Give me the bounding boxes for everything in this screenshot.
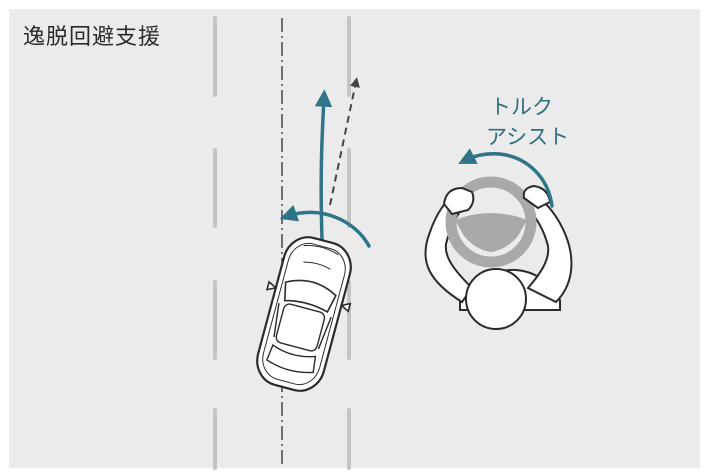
car-icon	[256, 236, 352, 392]
diagram-title: 逸脱回避支援	[23, 25, 162, 50]
torque-label-line2: アシスト	[486, 125, 570, 149]
corrected-path-arrow	[314, 89, 333, 242]
torque-arrow-icon	[458, 148, 554, 208]
yaw-assist-arrow	[279, 204, 371, 248]
path-arrow-icon	[329, 77, 360, 206]
steering-wheel-icon	[445, 176, 537, 268]
torque-label-line1: トルク	[490, 95, 553, 119]
torque-assist-label: トルク アシスト	[486, 92, 569, 152]
driver-head	[465, 268, 527, 330]
